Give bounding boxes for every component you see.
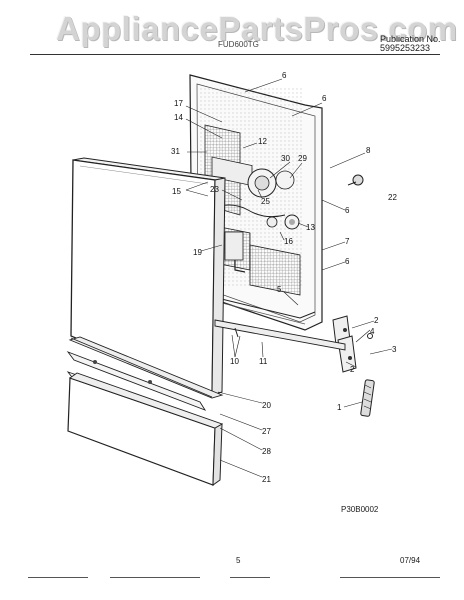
- callout: 5: [277, 285, 282, 294]
- callout: 15: [172, 187, 181, 196]
- outer-door-panel: [70, 157, 226, 396]
- callout: 6: [345, 206, 350, 215]
- callout: 10: [230, 357, 239, 366]
- callout: 21: [262, 475, 271, 484]
- bottom-channel: [214, 319, 346, 351]
- callout: 13: [306, 223, 315, 232]
- callout: 25: [261, 197, 270, 206]
- callout: 19: [193, 248, 202, 257]
- callout: 6: [282, 71, 287, 80]
- footer-rule: [28, 577, 88, 578]
- header-rule: [30, 54, 440, 55]
- callout: 11: [259, 357, 268, 366]
- callout: 2: [374, 316, 379, 325]
- callout: 22: [388, 193, 397, 202]
- callout: 1: [337, 403, 342, 412]
- callout: 3: [392, 345, 397, 354]
- publication-label: Publication No.: [380, 34, 441, 44]
- revision-date: 07/94: [400, 556, 421, 565]
- callout: 30: [281, 154, 290, 163]
- callout: 23: [210, 185, 219, 194]
- model-number: FUD600TG: [218, 40, 259, 49]
- callout: 31: [171, 147, 180, 156]
- figure-code: P30B0002: [341, 505, 379, 514]
- callout: 8: [366, 146, 371, 155]
- callout: 27: [262, 427, 271, 436]
- footer-rule: [230, 577, 270, 578]
- callout: 12: [258, 137, 267, 146]
- callout: 2: [350, 365, 355, 374]
- callout: 16: [284, 237, 293, 246]
- callout: 28: [262, 447, 271, 456]
- callout: 20: [262, 401, 271, 410]
- leader-lines: [185, 78, 393, 478]
- publication-block: Publication No. 5995253233: [380, 35, 441, 53]
- page-number: 5: [236, 556, 241, 565]
- callout: 6: [322, 94, 327, 103]
- lower-trim-panels: [66, 336, 224, 486]
- callout-labels: 6 6 17 14 12 31 30 29 8 22 15 23 25 6 13…: [171, 71, 397, 484]
- watermark: AppliancePartsPros.com: [56, 10, 458, 47]
- callout: 17: [174, 99, 183, 108]
- footer-rule: [340, 577, 440, 578]
- callout: 7: [345, 237, 350, 246]
- callout: 6: [345, 257, 350, 266]
- callout: 4: [370, 327, 375, 336]
- publication-number: 5995253233: [380, 43, 431, 53]
- callout: 29: [298, 154, 307, 163]
- callout: 14: [174, 113, 183, 122]
- footer-rule: [110, 577, 200, 578]
- hinge-hardware: [332, 174, 375, 417]
